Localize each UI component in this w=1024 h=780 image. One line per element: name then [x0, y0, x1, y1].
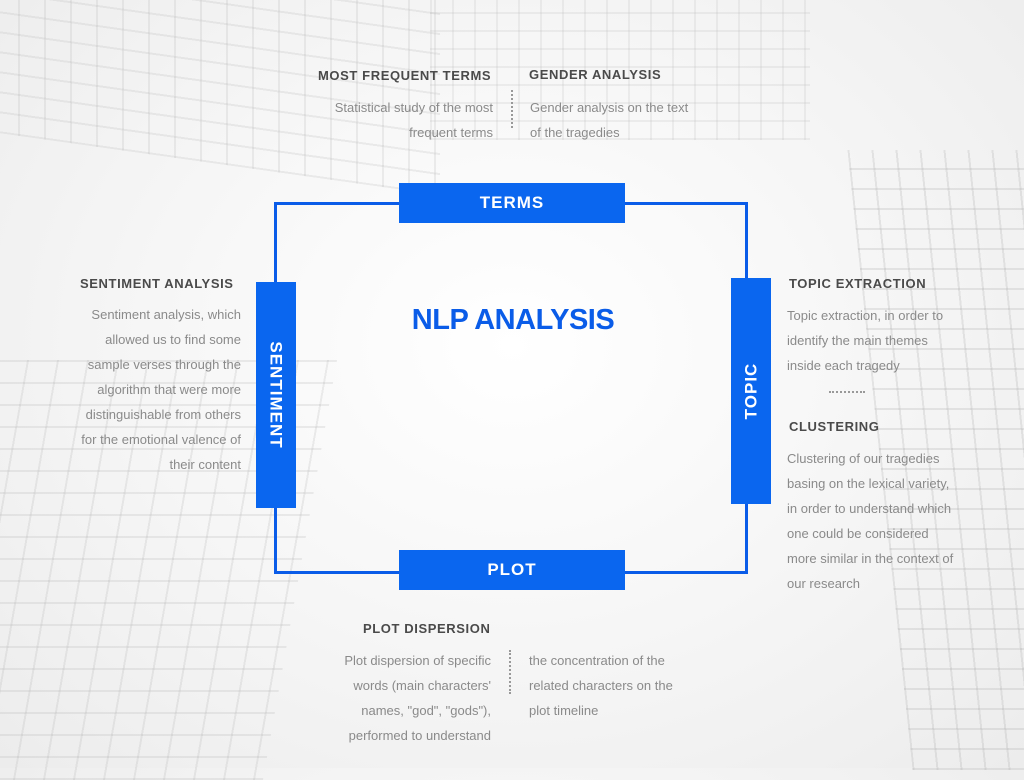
label-plot-text: PLOT [487, 560, 537, 579]
text-line: their content [169, 457, 241, 472]
heading-most-frequent-terms: MOST FREQUENT TERMS [318, 68, 492, 83]
heading-sentiment-analysis: SENTIMENT ANALYSIS [80, 276, 234, 291]
text-line: more similar in the context of [787, 551, 954, 566]
text-line: sample verses through the [87, 357, 241, 372]
text-line: inside each tragedy [787, 358, 900, 373]
text-line: Topic extraction, in order to [787, 308, 944, 323]
text-line: Gender analysis on the text [530, 100, 689, 115]
dotted-divider [511, 90, 513, 128]
text-clustering: Clustering of our tragedies basing on th… [787, 446, 997, 596]
text-line: for the emotional valence of [81, 432, 241, 447]
text-line: identify the main themes [787, 333, 928, 348]
text-plot-dispersion-right: the concentration of the related charact… [529, 648, 729, 723]
text-line: of the tragedies [530, 125, 620, 140]
label-plot: PLOT [399, 550, 625, 590]
label-sentiment-text: SENTIMENT [267, 341, 287, 449]
text-line: in order to understand which [787, 501, 952, 516]
text-topic-extraction: Topic extraction, in order to identify t… [787, 303, 987, 378]
text-gender-analysis: Gender analysis on the text of the trage… [530, 95, 730, 145]
label-topic: TOPIC [731, 278, 771, 504]
text-line: Statistical study of the most [334, 100, 493, 115]
text-line: Plot dispersion of specific [344, 653, 491, 668]
heading-clustering: CLUSTERING [789, 419, 880, 434]
text-line: frequent terms [409, 125, 493, 140]
text-line: plot timeline [529, 703, 599, 718]
dotted-divider [509, 650, 511, 694]
text-line: Clustering of our tragedies [787, 451, 940, 466]
text-line: Sentiment analysis, which [91, 307, 241, 322]
text-line: related characters on the [529, 678, 673, 693]
label-terms: TERMS [399, 183, 625, 223]
text-line: allowed us to find some [105, 332, 241, 347]
text-line: algorithm that were more [97, 382, 241, 397]
label-topic-text: TOPIC [741, 362, 761, 420]
text-line: names, "god", "gods"), [361, 703, 491, 718]
text-plot-dispersion-left: Plot dispersion of specific words (main … [300, 648, 491, 748]
dotted-divider [829, 391, 865, 393]
label-terms-text: TERMS [479, 193, 545, 212]
text-line: our research [787, 576, 860, 591]
text-line: words (main characters' [353, 678, 491, 693]
text-line: performed to understand [348, 728, 491, 743]
text-line: basing on the lexical variety, [787, 476, 950, 491]
label-sentiment: SENTIMENT [256, 282, 296, 508]
text-sentiment-analysis: Sentiment analysis, which allowed us to … [40, 302, 241, 477]
text-line: one could be considered [787, 526, 929, 541]
text-line: the concentration of the [529, 653, 665, 668]
heading-plot-dispersion: PLOT DISPERSION [363, 621, 491, 636]
diagram-frame [274, 202, 748, 574]
heading-gender-analysis: GENDER ANALYSIS [529, 67, 662, 82]
page-title: NLP ANALYSIS [411, 304, 615, 336]
heading-topic-extraction: TOPIC EXTRACTION [789, 276, 927, 291]
text-line: distinguishable from others [85, 407, 241, 422]
text-most-frequent-terms: Statistical study of the most frequent t… [300, 95, 493, 145]
